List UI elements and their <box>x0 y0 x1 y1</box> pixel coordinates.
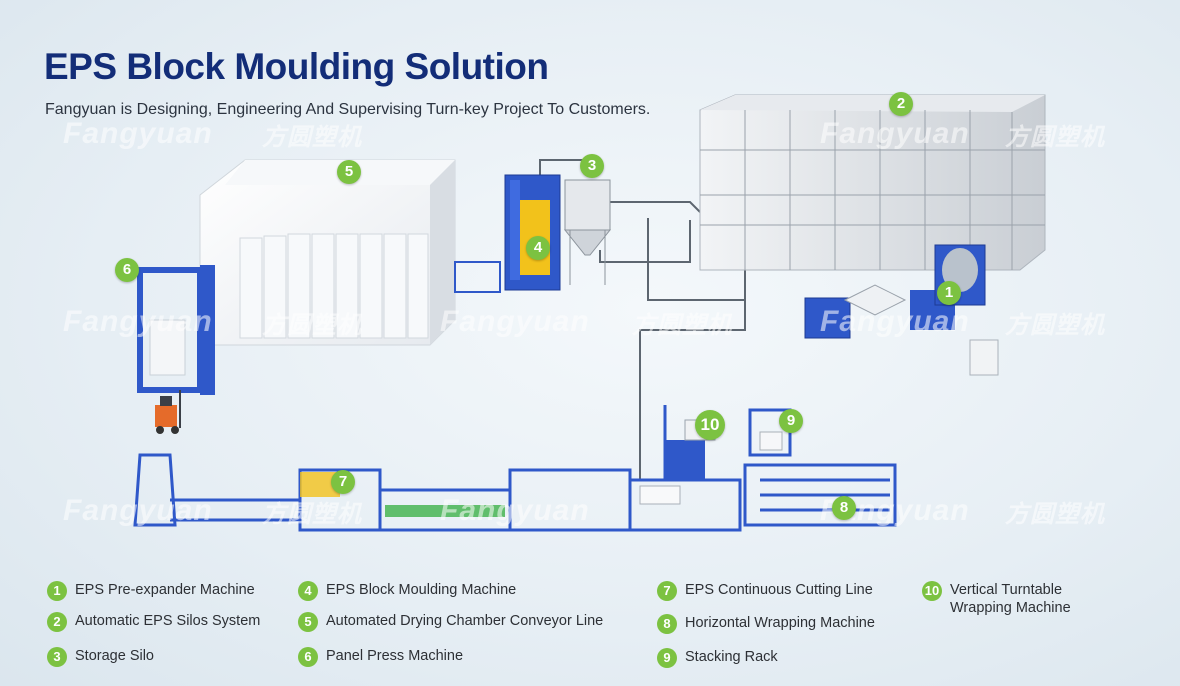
legend-label: EPS Block Moulding Machine <box>326 582 517 598</box>
legend-label: Stacking Rack <box>685 649 778 665</box>
legend-label: Panel Press Machine <box>326 648 464 664</box>
eps-blocks <box>239 233 429 339</box>
legend-label: Horizontal Wrapping Machine <box>685 615 875 631</box>
legend-item-4: 4 EPS Block Moulding Machine <box>298 581 516 601</box>
forklift-icon <box>155 390 181 434</box>
watermark-brand: Fangyuan <box>820 305 970 338</box>
legend-item-10: 10 Vertical Turntable Wrapping Machine <box>922 581 1071 617</box>
legend-label: Automated Drying Chamber Conveyor Line <box>326 613 604 629</box>
watermark-brand: Fangyuan <box>440 305 590 338</box>
legend-item-6: 6 Panel Press Machine <box>298 647 463 667</box>
legend-label: Automatic EPS Silos System <box>75 613 261 629</box>
legend-number: 5 <box>298 612 318 632</box>
marker-6: 6 <box>115 258 139 282</box>
marker-9: 9 <box>779 409 803 433</box>
pipe-line <box>539 159 746 480</box>
marker-10: 10 <box>695 410 725 440</box>
block-moulding-machine <box>454 174 561 293</box>
marker-5: 5 <box>337 160 361 184</box>
legend-item-5: 5 Automated Drying Chamber Conveyor Line <box>298 612 603 632</box>
storage-silo <box>563 179 612 285</box>
legend-number: 3 <box>47 647 67 667</box>
marker-4: 4 <box>526 236 550 260</box>
watermark-brand-cn: 方圆塑机 <box>262 501 362 528</box>
conveyor-line <box>133 453 897 532</box>
legend-label: Storage Silo <box>75 648 154 664</box>
watermark-brand: Fangyuan <box>820 117 970 150</box>
legend-item-7: 7 EPS Continuous Cutting Line <box>657 581 873 601</box>
legend-label: Vertical Turntable Wrapping Machine <box>950 582 1071 616</box>
legend-number: 7 <box>657 581 677 601</box>
page-subtitle: Fangyuan is Designing, Engineering And S… <box>45 101 651 118</box>
legend-item-8: 8 Horizontal Wrapping Machine <box>657 614 875 634</box>
marker-3: 3 <box>580 154 604 178</box>
legend-number: 1 <box>47 581 67 601</box>
watermark-brand: Fangyuan <box>63 494 213 527</box>
silos-system <box>699 94 1046 271</box>
legend-number: 10 <box>922 581 942 601</box>
legend-item-9: 9 Stacking Rack <box>657 648 778 668</box>
watermark-brand: Fangyuan <box>63 117 213 150</box>
panel-press-machine <box>137 265 215 395</box>
cutting-line-highlight <box>300 472 505 517</box>
legend-number: 4 <box>298 581 318 601</box>
legend-number: 8 <box>657 614 677 634</box>
legend-item-1: 1 EPS Pre-expander Machine <box>47 581 255 601</box>
legend-number: 6 <box>298 647 318 667</box>
watermark-brand: Fangyuan <box>63 305 213 338</box>
legend-number: 9 <box>657 648 677 668</box>
watermark-brand: Fangyuan <box>440 494 590 527</box>
watermark-brand-cn: 方圆塑机 <box>262 312 362 339</box>
watermark-brand-cn: 方圆塑机 <box>1005 312 1105 339</box>
marker-1: 1 <box>937 281 961 305</box>
legend-item-2: 2 Automatic EPS Silos System <box>47 612 260 632</box>
marker-8: 8 <box>832 496 856 520</box>
legend-item-3: 3 Storage Silo <box>47 647 154 667</box>
watermark-brand-cn: 方圆塑机 <box>632 312 732 339</box>
legend-number: 2 <box>47 612 67 632</box>
watermark-brand-cn: 方圆塑机 <box>1005 501 1105 528</box>
legend-label: EPS Pre-expander Machine <box>75 582 255 598</box>
watermark-brand-cn: 方圆塑机 <box>1005 124 1105 151</box>
marker-7: 7 <box>331 470 355 494</box>
marker-2: 2 <box>889 92 913 116</box>
legend-label: EPS Continuous Cutting Line <box>685 582 873 598</box>
watermark-brand-cn: 方圆塑机 <box>262 124 362 151</box>
page-title: EPS Block Moulding Solution <box>44 46 549 87</box>
